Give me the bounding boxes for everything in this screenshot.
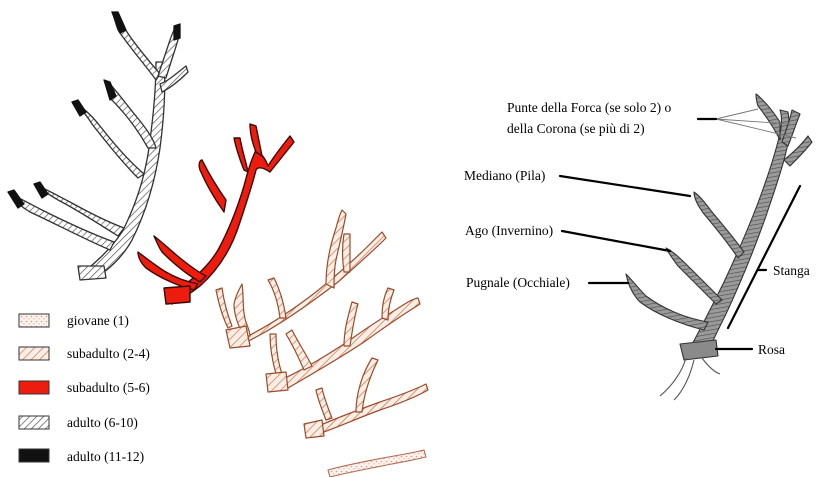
antler-adult-gray [8, 12, 188, 280]
legend-swatch-solid-black [19, 449, 49, 462]
legend-label: adulto (11-12) [67, 449, 144, 464]
ago-leader [562, 231, 670, 251]
legend-swatch-solid-red [19, 381, 49, 394]
label-rosa: Rosa [758, 342, 785, 357]
legend-swatch-hatch-gray [19, 416, 49, 429]
legend-swatch-hatch-orange [19, 347, 49, 360]
legend-label: adulto (6-10) [67, 415, 138, 430]
label-stanga: Stanga [773, 263, 810, 278]
legend-label: subadulto (5-6) [67, 380, 150, 395]
legend: giovane (1) subadulto (2-4) subadulto (5… [19, 313, 150, 464]
mediano-leader [560, 176, 690, 196]
antler-subadult-red [138, 124, 294, 304]
label-forca-line1: Punte della Forca (se solo 2) o [507, 100, 671, 115]
antler-subadult-orange-2 [266, 288, 420, 392]
legend-label: giovane (1) [67, 313, 129, 328]
label-forca-line2: della Corona (se più di 2) [507, 121, 645, 136]
legend-item-adulto-6-10: adulto (6-10) [19, 415, 138, 430]
legend-label: subadulto (2-4) [67, 346, 150, 361]
antler-subadult-orange-3 [304, 358, 428, 438]
antler-young-dotted [328, 450, 426, 477]
legend-swatch-dots [19, 314, 49, 327]
label-pugnale: Pugnale (Occhiale) [466, 275, 570, 290]
legend-item-giovane: giovane (1) [19, 313, 129, 328]
antler-subadult-orange-1 [216, 210, 386, 348]
label-ago: Ago (Invernino) [465, 223, 553, 238]
legend-item-adulto-11-12: adulto (11-12) [19, 449, 144, 464]
legend-item-subadulto-2-4: subadulto (2-4) [19, 346, 150, 361]
label-mediano: Mediano (Pila) [464, 168, 545, 183]
legend-item-subadulto-5-6: subadulto (5-6) [19, 380, 150, 395]
